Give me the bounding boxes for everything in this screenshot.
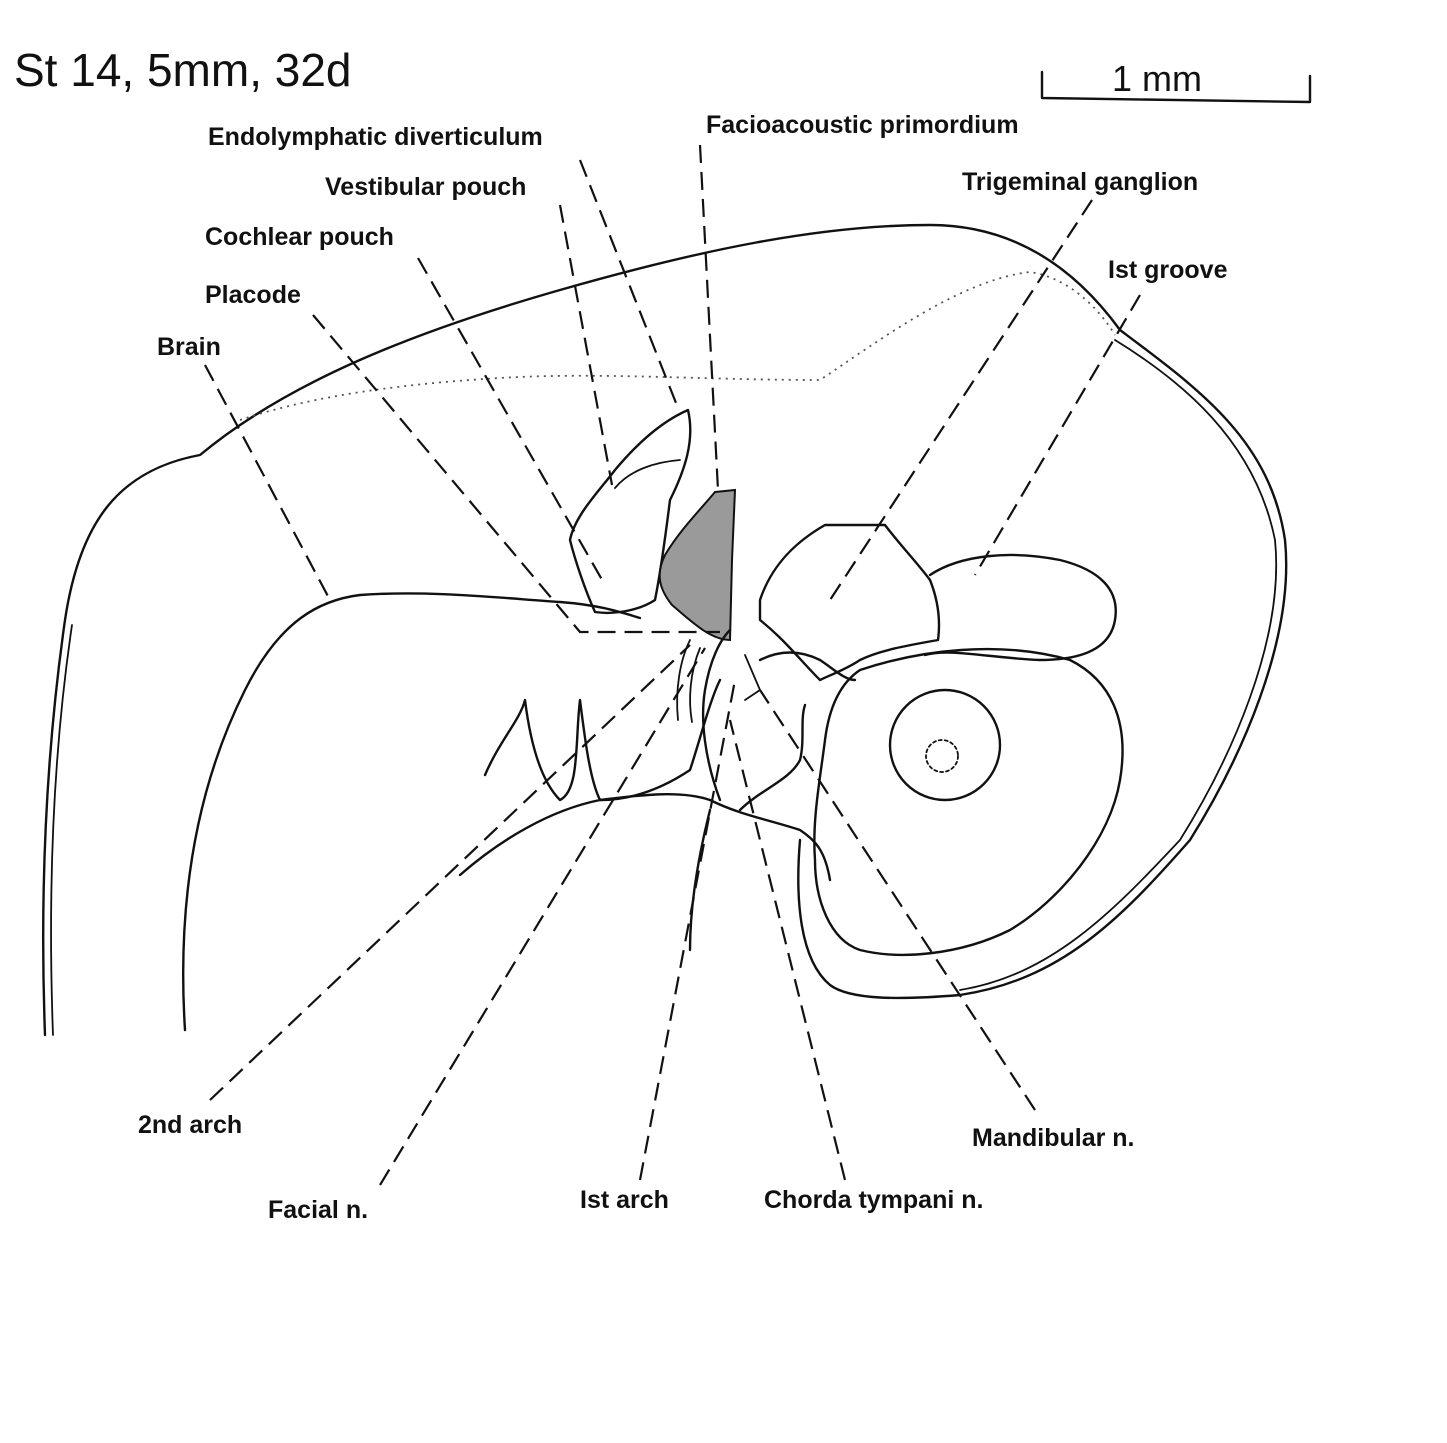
facioacoustic-primordium-shape [658, 488, 737, 642]
label-cochlear-pouch: Cochlear pouch [205, 223, 394, 251]
pharyngeal-arches [458, 628, 857, 952]
label-first-arch: Ist arch [580, 1186, 669, 1214]
label-chorda-tympani-n: Chorda tympani n. [764, 1186, 983, 1214]
brain-outline [181, 592, 642, 1032]
leader-lines [204, 144, 1141, 1186]
trigeminal-ganglion-shape [758, 523, 1117, 682]
label-mandibular-n: Mandibular n. [972, 1124, 1135, 1152]
label-brain: Brain [157, 333, 221, 361]
label-placode: Placode [205, 281, 301, 309]
diagram-title: St 14, 5mm, 32d [14, 44, 352, 96]
scale-bar: 1 mm [1040, 58, 1312, 104]
label-vestibular-pouch: Vestibular pouch [325, 173, 526, 201]
label-facial-n: Facial n. [268, 1196, 368, 1224]
embryo-outline [41, 223, 1288, 1037]
eye-shape [888, 688, 1002, 802]
scale-bar-label: 1 mm [1112, 58, 1202, 99]
label-endolymphatic-diverticulum: Endolymphatic diverticulum [208, 123, 543, 151]
labels: Endolymphatic diverticulum Facioacoustic… [138, 111, 1228, 1224]
label-trigeminal-ganglion: Trigeminal ganglion [962, 168, 1198, 196]
label-first-groove: Ist groove [1108, 256, 1228, 284]
otic-vesicle [568, 408, 692, 614]
label-second-arch: 2nd arch [138, 1111, 242, 1139]
label-facioacoustic-primordium: Facioacoustic primordium [706, 111, 1019, 139]
